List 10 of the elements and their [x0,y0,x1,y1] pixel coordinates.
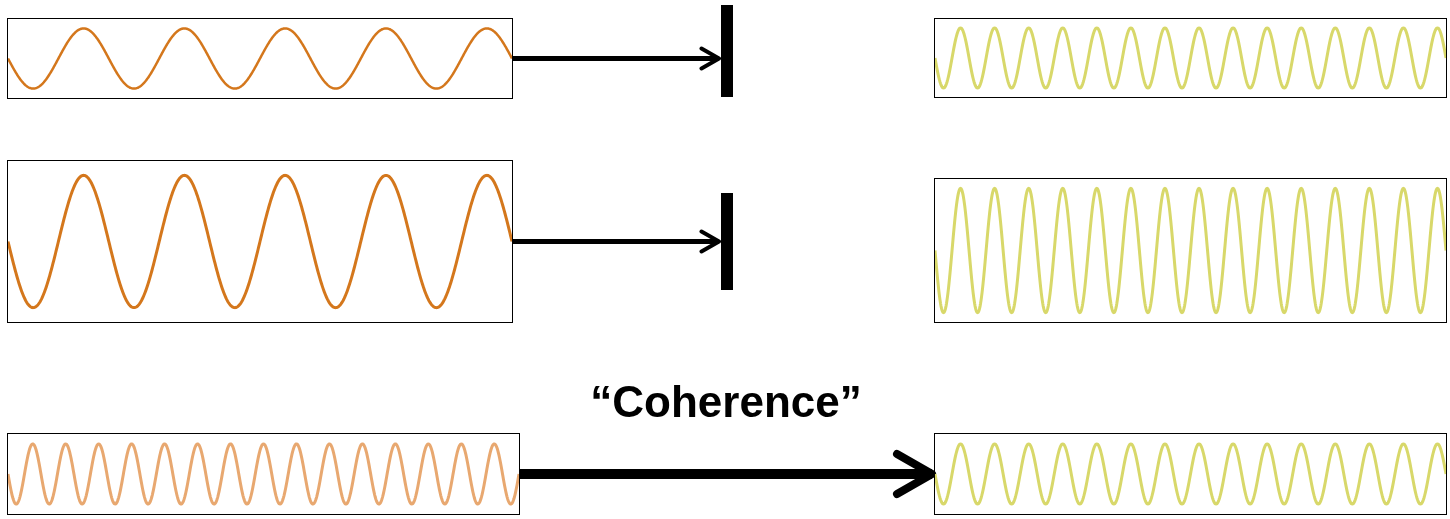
arrow [520,450,936,498]
stop-bar [721,5,733,97]
arrow [513,46,721,71]
wave-plot-box [7,160,513,323]
wave-plot-box [934,433,1447,515]
wave-plot-box [7,433,520,515]
wave-plot-box [934,18,1447,98]
arrow [513,229,721,254]
wave-plot-box [7,18,513,99]
stop-bar [721,193,733,290]
